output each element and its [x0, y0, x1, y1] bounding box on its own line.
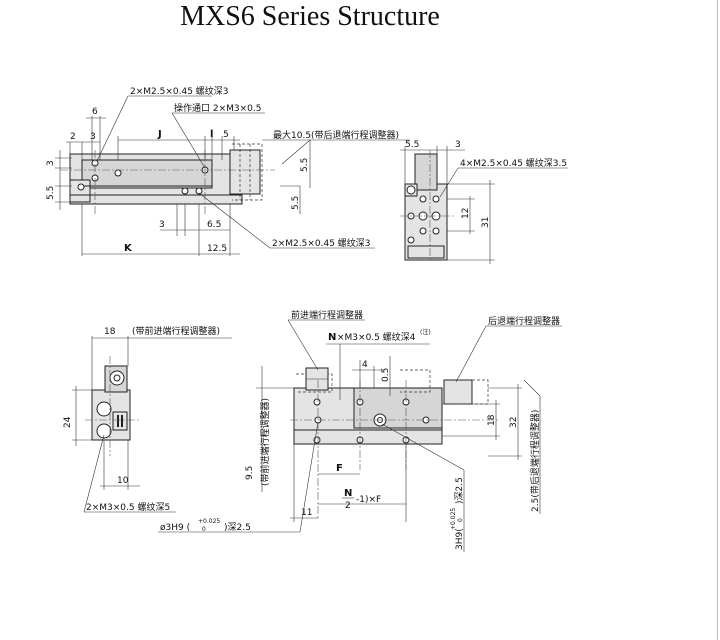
callout-h9-2-lo: 0 — [202, 526, 206, 533]
front-dim-11: 11 — [301, 508, 312, 518]
front-dim-F: F — [336, 463, 343, 474]
callout-tap-bottom: 2×M2.5×0.45 螺纹深3 — [272, 237, 371, 249]
left-view: 18 (带前进端行程调整器) 24 10 2×M3×0.5 螺纹深5 — [63, 325, 232, 513]
front-view: 前进端行程调整器 后退端行程调整器 N ×M3×0.5 螺纹深4 (注) 4 0… — [158, 309, 562, 552]
top-view-hole — [195, 187, 203, 195]
front-dim-NF-2: 2 — [345, 501, 351, 511]
dim-55-right2: 5.5 — [291, 196, 301, 210]
end-view-adjuster — [414, 153, 438, 191]
left-dim-10: 10 — [117, 476, 129, 486]
front-dim-NF-N: N — [344, 488, 352, 499]
callout-h9-tol-lo: 0 — [457, 518, 464, 522]
dim-2: 2 — [70, 132, 76, 142]
callout-h9-tol-up: +0.025 — [450, 508, 457, 530]
end-dim-31: 31 — [481, 217, 491, 228]
page-border — [717, 0, 718, 640]
callout-max: 最大10.5(带后退端行程调整器) — [273, 129, 399, 141]
top-view-rear-adjuster — [229, 149, 261, 195]
callout-h9: 3H9( — [455, 528, 465, 550]
callout-N-rest: ×M3×0.5 螺纹深4 — [337, 331, 416, 343]
end-dim-3: 3 — [455, 140, 461, 150]
end-dim-55: 5.5 — [405, 140, 419, 150]
end-dim-12: 12 — [461, 208, 471, 219]
dim-3: 3 — [90, 132, 96, 142]
front-note-95: (带前进端行程调整器) — [259, 398, 271, 486]
page-title: MXS6 Series Structure — [180, 1, 440, 32]
dim-K: K — [124, 243, 133, 254]
callout-tap-top: 2×M2.5×0.45 螺纹深3 — [130, 85, 229, 97]
left-callout: 2×M3×0.5 螺纹深5 — [86, 501, 170, 513]
label-rear-adjuster: 后退端行程调整器 — [488, 315, 560, 327]
dim-125: 12.5 — [207, 244, 227, 254]
dim-5: 5 — [223, 130, 229, 140]
dim-3-left: 3 — [46, 160, 56, 166]
left-dim-24: 24 — [63, 416, 73, 428]
callout-h9-2-prefix: ø3H9 ( — [160, 523, 190, 533]
dim-3-bottom: 3 — [159, 220, 165, 230]
top-view-table — [81, 159, 213, 189]
top-view: 6 2 3 J l 5 2×M2.5×0.45 螺纹深3 操作通口 2×M3×0… — [46, 85, 410, 256]
dim-6: 6 — [92, 107, 98, 117]
top-view-hole — [114, 169, 122, 177]
callout-h9-2-rest: )深2.5 — [224, 522, 251, 533]
end-callout: 4×M2.5×0.45 螺纹深3.5 — [460, 157, 567, 169]
front-dim-NF-rest: -1)×F — [356, 495, 381, 505]
top-view-hole — [181, 187, 189, 195]
dim-J: J — [157, 129, 162, 140]
callout-port: 操作通口 2×M3×0.5 — [174, 102, 261, 114]
callout-h9-2-up: +0.025 — [198, 518, 220, 525]
end-view: 5.5 3 4×M2.5×0.45 螺纹深3.5 12 31 — [400, 140, 568, 264]
front-dim-4: 4 — [362, 360, 368, 370]
callout-h9-rest: )深2.5 — [454, 477, 465, 504]
dim-65: 6.5 — [207, 220, 221, 230]
callout-N-prefix: N — [328, 332, 336, 343]
front-dim-25: 2.5(带后退端行程调整器) — [529, 410, 541, 512]
rear-adjuster — [443, 379, 473, 405]
front-dim-95: 9.5 — [245, 466, 255, 480]
top-view-end-cap — [69, 179, 91, 203]
top-view-hole — [77, 183, 85, 191]
dim-55-right: 5.5 — [300, 158, 310, 172]
front-dim-18: 18 — [487, 414, 497, 426]
front-dim-32: 32 — [509, 417, 519, 428]
dim-l: l — [210, 129, 213, 140]
dim-55-left: 5.5 — [46, 186, 56, 200]
left-dim-18: 18 — [104, 327, 116, 337]
callout-N-note: (注) — [420, 328, 431, 336]
front-dim-05: 0.5 — [381, 368, 391, 382]
label-front-adjuster: 前进端行程调整器 — [291, 309, 363, 321]
left-note-18: (带前进端行程调整器) — [132, 325, 220, 337]
